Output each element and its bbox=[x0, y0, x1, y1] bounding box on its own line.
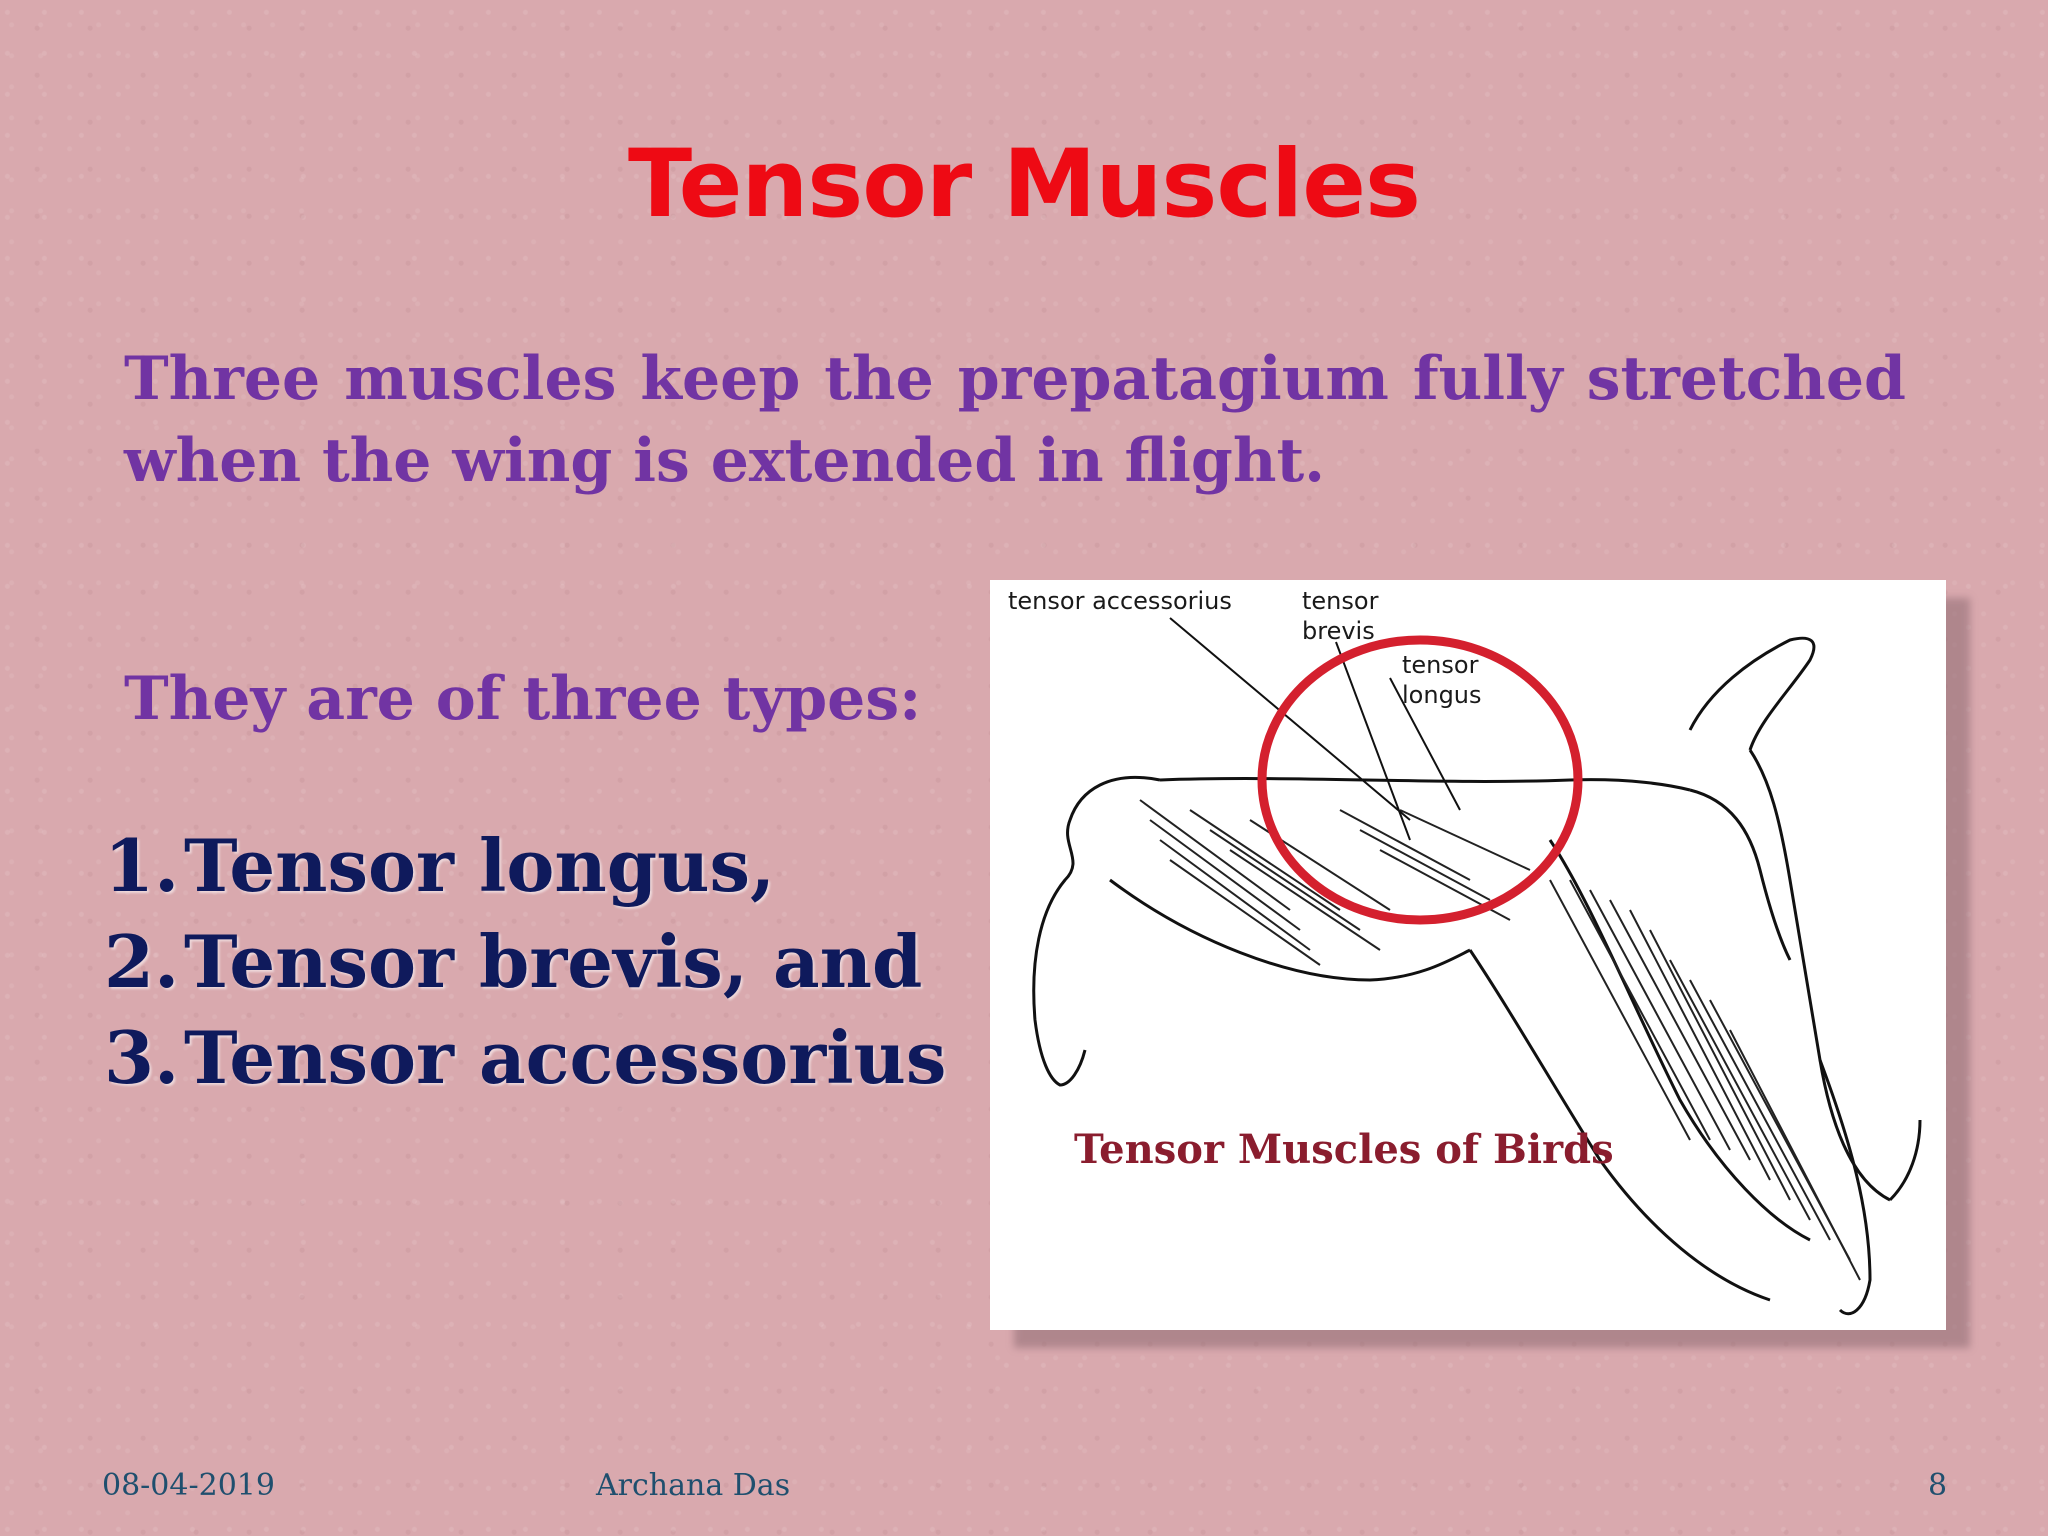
list-text: Tensor brevis, and bbox=[184, 919, 923, 1004]
footer-date: 08-04-2019 bbox=[102, 1468, 275, 1503]
label-tensor-accessorius: tensor accessorius bbox=[1008, 587, 1232, 615]
types-lead-text: They are of three types: bbox=[124, 664, 922, 734]
slide-title: Tensor Muscles bbox=[628, 130, 1421, 239]
list-item: 3.Tensor accessorius bbox=[104, 1010, 946, 1106]
footer-author: Archana Das bbox=[596, 1468, 791, 1503]
list-number: 2. bbox=[104, 919, 180, 1004]
highlight-circle bbox=[1257, 635, 1583, 925]
wing-muscle-illustration bbox=[1032, 617, 1922, 1316]
muscle-figure: tensor accessorius tensor brevis tensor … bbox=[990, 580, 1946, 1330]
list-item: 1.Tensor longus, bbox=[104, 818, 946, 914]
label-line: longus bbox=[1402, 681, 1482, 709]
label-line: tensor bbox=[1402, 651, 1479, 679]
figure-caption: Tensor Muscles of Birds bbox=[1074, 1126, 1614, 1173]
label-line: brevis bbox=[1302, 617, 1375, 645]
list-number: 3. bbox=[104, 1015, 180, 1100]
footer-page-number: 8 bbox=[1928, 1468, 1948, 1503]
tensor-list: 1.Tensor longus, 2.Tensor brevis, and 3.… bbox=[104, 818, 946, 1106]
label-line: tensor bbox=[1302, 587, 1379, 615]
list-text: Tensor longus, bbox=[184, 823, 776, 908]
label-tensor-longus: tensor longus bbox=[1402, 650, 1482, 710]
list-item: 2.Tensor brevis, and bbox=[104, 914, 946, 1010]
intro-paragraph: Three muscles keep the prepatagium fully… bbox=[124, 344, 1906, 496]
list-number: 1. bbox=[104, 823, 180, 908]
list-text: Tensor accessorius bbox=[184, 1015, 947, 1100]
label-tensor-brevis: tensor brevis bbox=[1302, 586, 1378, 646]
